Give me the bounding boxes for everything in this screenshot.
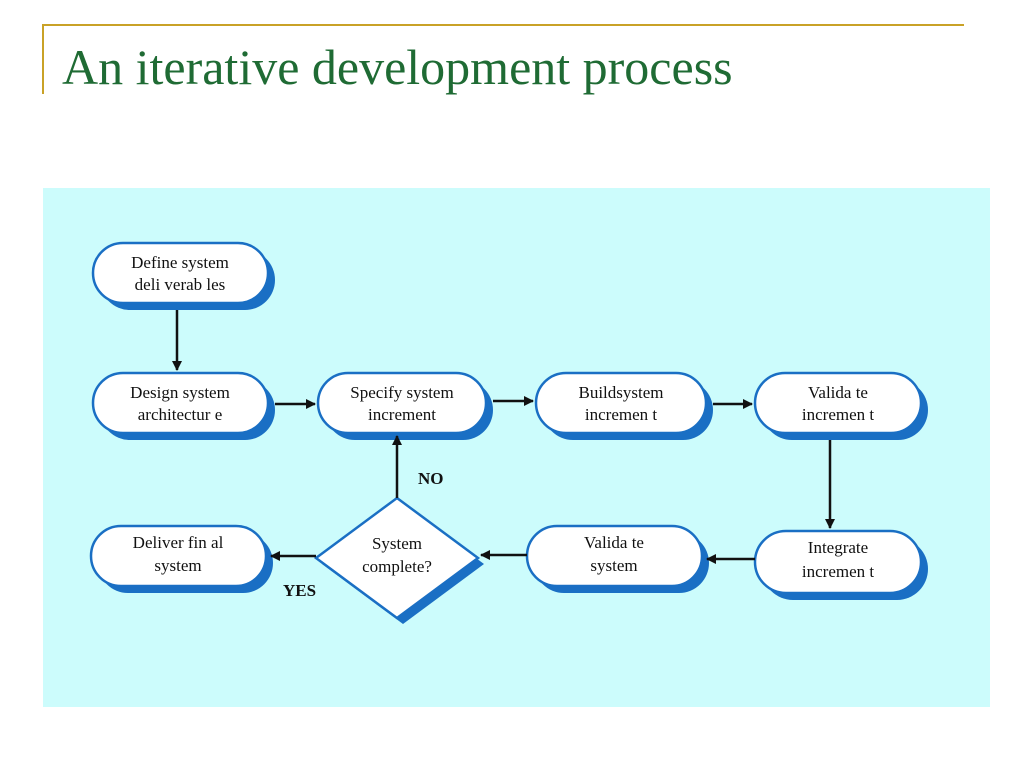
node-label-line: system xyxy=(590,556,637,575)
node-label-line: Define system xyxy=(131,253,229,272)
node-design-system-architecture: Design system architectur e xyxy=(91,371,275,440)
node-define-system-deliverables: Define system deli verab les xyxy=(91,241,275,310)
node-validate-system: Valida te system xyxy=(525,524,709,593)
node-label-line: Buildsystem xyxy=(578,383,663,402)
flowchart-canvas: Define system deli verab les Design syst… xyxy=(89,241,928,624)
node-build-system-increment: Buildsystem incremen t xyxy=(534,371,713,440)
edge-label-yes: YES xyxy=(283,581,316,600)
node-label-line: Specify system xyxy=(350,383,453,402)
node-label-line: architectur e xyxy=(138,405,222,424)
node-label-line: Valida te xyxy=(808,383,868,402)
page-title: An iterative development process xyxy=(62,39,733,95)
node-label-line: incremen t xyxy=(802,405,874,424)
node-specify-system-increment: Specify system increment xyxy=(316,371,493,440)
title-rule-left xyxy=(42,24,44,94)
node-label-line: incremen t xyxy=(585,405,657,424)
node-label-line: Deliver fin al xyxy=(133,533,224,552)
node-label-line: increment xyxy=(368,405,436,424)
node-deliver-final-system: Deliver fin al system xyxy=(89,524,273,593)
node-label-line: System xyxy=(372,534,422,553)
edge-label-no: NO xyxy=(418,469,444,488)
node-label-line: deli verab les xyxy=(135,275,226,294)
node-system-complete-decision: System complete? xyxy=(313,496,484,624)
title-rule xyxy=(42,24,964,26)
node-label-line: system xyxy=(154,556,201,575)
node-label-line: Design system xyxy=(130,383,230,402)
node-label-line: Integrate xyxy=(808,538,868,557)
flowchart-diagram: Define system deli verab les Design syst… xyxy=(43,188,990,707)
node-label-line: complete? xyxy=(362,557,432,576)
node-validate-increment: Valida te incremen t xyxy=(753,371,928,440)
node-label-line: incremen t xyxy=(802,562,874,581)
node-label-line: Valida te xyxy=(584,533,644,552)
node-integrate-increment: Integrate incremen t xyxy=(753,529,928,600)
